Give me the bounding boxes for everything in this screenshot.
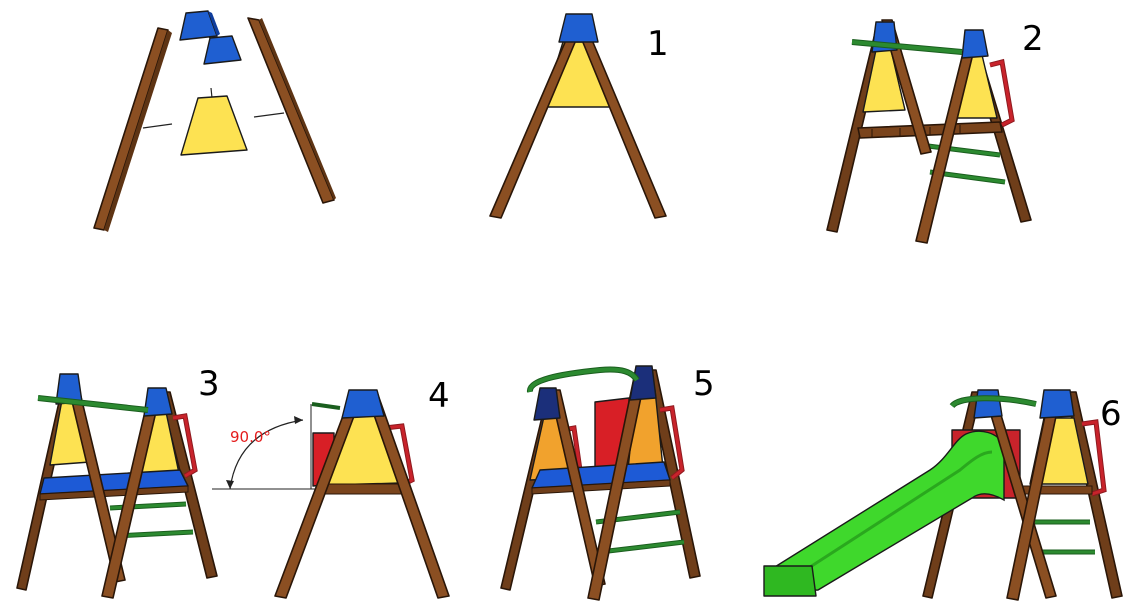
step-number: 3 (198, 364, 220, 404)
stage-3: 3 (17, 364, 220, 598)
left-leg (94, 28, 168, 230)
step-number: 2 (1022, 19, 1044, 59)
stage-exploded (94, 11, 336, 232)
left-leg (490, 40, 576, 218)
right-leg (582, 40, 666, 218)
stage-4: 90.0° 4 (212, 376, 450, 598)
blue-cap-lower (204, 36, 241, 64)
left-leg-side (104, 30, 172, 232)
stage-2: 2 (827, 19, 1044, 243)
blue-cap (559, 14, 598, 42)
step-number: 1 (647, 24, 669, 64)
blue-cap (342, 390, 384, 418)
right-leg (366, 392, 449, 598)
step-number: 4 (428, 376, 450, 416)
blue-cap-right (1040, 390, 1074, 418)
blue-cap-left (974, 390, 1002, 418)
navy-cap-right (630, 366, 656, 400)
navy-cap-left (534, 388, 560, 420)
angle-label: 90.0° (230, 428, 271, 446)
right-leg-side (259, 18, 336, 200)
blue-cap-right (962, 30, 988, 58)
step-number: 5 (693, 364, 715, 404)
slide-foot (764, 566, 816, 596)
rail-end (312, 404, 340, 408)
right-leg (248, 18, 334, 203)
stage-1: 1 (490, 14, 669, 218)
angle-arrow-top (294, 416, 303, 424)
dowel-right (254, 113, 284, 117)
angle-arrow-bottom (226, 480, 234, 489)
stage-5: 5 (501, 364, 715, 600)
seat-edge (322, 484, 404, 494)
dowel-left (143, 124, 172, 128)
yellow-panel (181, 96, 247, 155)
step-number: 6 (1100, 394, 1122, 434)
stage-6: 6 (764, 390, 1122, 600)
